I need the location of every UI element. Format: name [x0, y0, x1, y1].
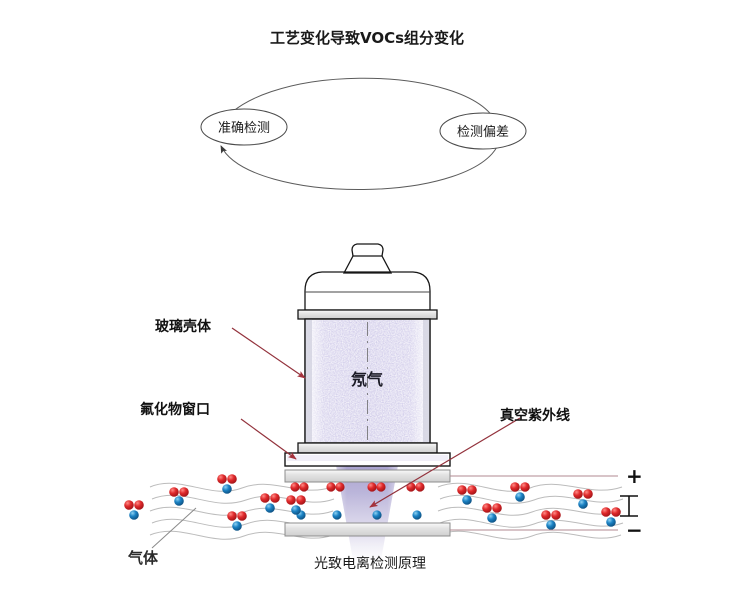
upper-electrode-plate	[284, 469, 451, 483]
callout-gas-label: 气体	[127, 549, 159, 567]
negative-terminal-sign: −	[626, 518, 643, 542]
lamp-lower-flange	[297, 442, 438, 454]
positive-ion-pair	[367, 482, 386, 492]
fluoride-window-plate	[284, 452, 451, 467]
callout-fluoride-window-label: 氟化物窗口	[140, 401, 210, 418]
cycle-node-left-shape	[200, 108, 288, 146]
cycle-node-right[interactable]: 检测偏差	[439, 112, 527, 150]
meter-icon	[620, 495, 638, 517]
leader-gas	[151, 507, 197, 549]
positive-ions-group	[290, 482, 425, 492]
neon-gas-label: 氖气	[350, 370, 383, 389]
voc-molecules-left	[124, 474, 306, 531]
leader-fluoride-window	[240, 418, 297, 460]
voc-molecule	[457, 485, 477, 505]
voc-molecule	[227, 511, 247, 531]
detector-diagram: 氖气	[124, 243, 643, 572]
cycle-node-left-label: 准确检测	[218, 121, 270, 136]
voc-molecule	[510, 482, 530, 502]
voc-molecule	[124, 500, 144, 520]
voc-molecule	[169, 487, 189, 506]
voc-molecules-right	[457, 482, 621, 530]
glass-shell-body	[304, 318, 431, 444]
lower-electrode-plate	[284, 522, 451, 537]
uv-lamp: 氖气	[297, 243, 438, 454]
negative-ion	[372, 510, 382, 520]
leader-vacuum-uv	[369, 417, 521, 508]
leader-glass-shell	[231, 327, 306, 379]
callout-vacuum-uv-label: 真空紫外线	[500, 407, 570, 424]
positive-ion-pair	[290, 482, 309, 492]
callout-leaders	[151, 327, 521, 549]
positive-terminal-sign: +	[626, 464, 643, 488]
negative-ion	[412, 510, 422, 520]
electrode-circuit: + −	[450, 464, 643, 542]
detector-caption: 光致电离检测原理	[314, 555, 426, 572]
voc-molecule	[573, 489, 593, 509]
negative-ion	[332, 510, 342, 520]
cycle-diagram: 工艺变化导致VOCs组分变化 准确检测 检测偏差	[200, 29, 527, 190]
voc-molecule	[260, 493, 280, 513]
callout-glass-shell-label: 玻璃壳体	[155, 318, 212, 335]
voc-molecule	[541, 510, 561, 530]
voc-molecule	[601, 507, 621, 527]
cycle-node-right-label: 检测偏差	[457, 125, 509, 140]
voc-molecule	[482, 503, 502, 523]
lamp-upper-flange	[297, 309, 438, 320]
cycle-title: 工艺变化导致VOCs组分变化	[270, 29, 464, 47]
cycle-node-left[interactable]: 准确检测	[200, 108, 288, 146]
cycle-node-right-shape	[439, 112, 527, 150]
voc-molecule	[286, 495, 306, 515]
positive-ion-pair	[326, 482, 345, 492]
cycle-arrow-top	[217, 77, 498, 131]
cycle-arrow-bottom	[220, 139, 501, 190]
voc-molecule	[217, 474, 237, 494]
